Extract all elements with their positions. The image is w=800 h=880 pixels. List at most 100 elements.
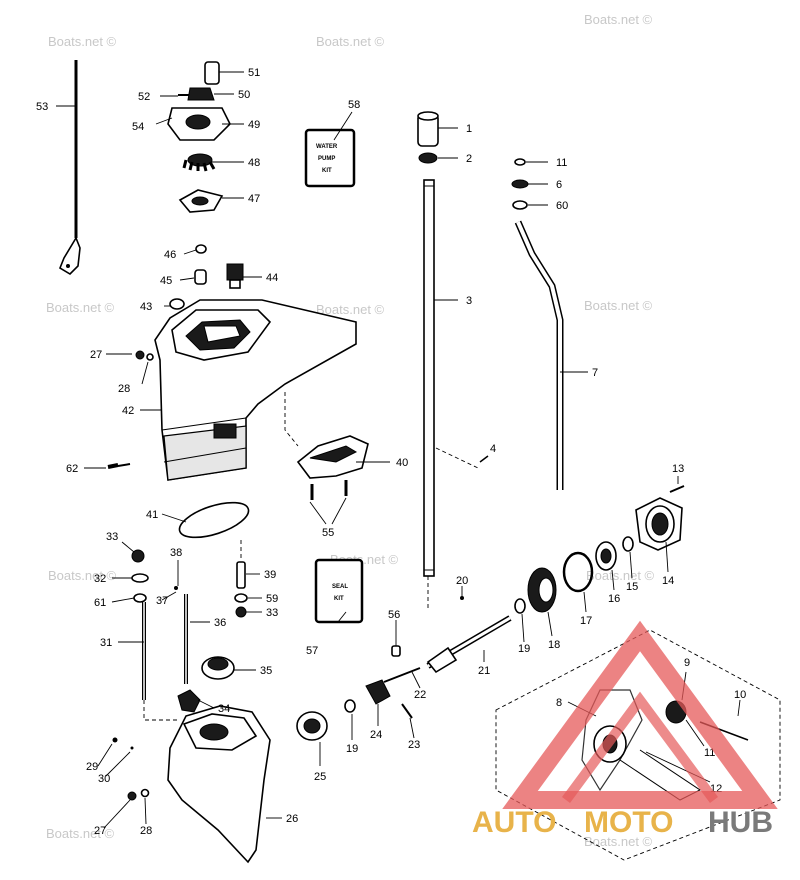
part-31-stud <box>131 549 180 721</box>
part-35-seal <box>201 656 235 680</box>
watermark: Boats.net © <box>584 12 653 27</box>
part-7-shift-rod <box>511 158 564 490</box>
part-16-bearing <box>595 536 634 571</box>
callout-label: 23 <box>408 739 420 751</box>
callout-label: 15 <box>626 581 638 593</box>
part-36-water-tube <box>174 586 201 713</box>
callout-label: 45 <box>160 275 172 287</box>
watermark: Boats.net © <box>584 834 653 849</box>
callout-label: 28 <box>140 825 152 837</box>
callout-label: 28 <box>118 383 130 395</box>
watermark: Boats.net © <box>46 300 115 315</box>
callout-label: 33 <box>266 607 278 619</box>
callout-label: 22 <box>414 689 426 701</box>
callout-label: 33 <box>106 531 118 543</box>
kit-text-line: KIT <box>334 596 344 602</box>
callout-label: 11 <box>556 157 567 169</box>
kit-text-line: PUMP <box>318 156 335 162</box>
part-41-gasket <box>178 501 250 539</box>
callout-label: 13 <box>672 463 684 475</box>
part-25-bearing <box>296 699 356 741</box>
callout-label: 3 <box>466 295 472 307</box>
callout-label: 19 <box>518 643 530 655</box>
callout-label: 62 <box>66 463 78 475</box>
callout-label: 4 <box>490 443 496 455</box>
callout-label: 7 <box>592 367 598 379</box>
callout-label: 11 <box>704 747 715 759</box>
callout-label: 9 <box>684 657 690 669</box>
callout-label: 34 <box>218 703 230 715</box>
automotohub-logo: AUTO MOTO HUB <box>472 620 778 839</box>
watermark: Boats.net © <box>46 826 115 841</box>
callout-label: 46 <box>164 249 176 261</box>
watermark: Boats.net © <box>586 568 655 583</box>
kit-text-line: KIT <box>322 168 332 174</box>
callout-label: 57 <box>306 645 318 657</box>
callout-label: 38 <box>170 547 182 559</box>
part-26-gear-housing <box>112 705 271 864</box>
callout-label: 21 <box>478 665 490 677</box>
callout-label: 27 <box>94 825 106 837</box>
watermark: Boats.net © <box>316 302 385 317</box>
impeller <box>182 153 216 172</box>
callout-label: 18 <box>548 639 560 651</box>
watermark: Boats.net © <box>316 34 385 49</box>
part-3-drive-shaft <box>417 111 489 610</box>
callout-label: 35 <box>260 665 272 677</box>
callout-label: 2 <box>466 153 472 165</box>
part-39-stud <box>234 540 248 618</box>
watermark: Boats.net © <box>48 34 117 49</box>
callout-label: 19 <box>346 743 358 755</box>
propeller-dashed-outline <box>495 629 781 861</box>
part-53-shift-rod <box>59 60 81 276</box>
callout-label: 42 <box>122 405 134 417</box>
callout-label: 27 <box>90 349 102 361</box>
callout-label: 47 <box>248 193 260 205</box>
callout-label: 49 <box>248 119 260 131</box>
part-21-propeller-shaft <box>426 596 526 674</box>
watermark: Boats.net © <box>48 568 117 583</box>
part-18-reverse-gear <box>527 567 557 613</box>
callout-label: 32 <box>94 573 106 585</box>
part-58-water-pump-kit: WATER PUMP KIT <box>304 128 356 188</box>
logo-text-moto: MOTO <box>584 806 673 839</box>
callout-label: 29 <box>86 761 98 773</box>
callout-label: 54 <box>132 121 144 133</box>
callout-label: 31 <box>100 637 112 649</box>
callout-label: 24 <box>370 729 382 741</box>
callout-label: 58 <box>348 99 360 111</box>
callout-label: 51 <box>248 67 260 79</box>
part-24-clutch <box>365 645 421 719</box>
callout-label: 48 <box>248 157 260 169</box>
part-57-seal-kit: SEAL KIT <box>314 558 364 624</box>
callout-label: 10 <box>734 689 746 701</box>
callout-label: 44 <box>266 272 278 284</box>
callout-label: 36 <box>214 617 226 629</box>
callout-label: 56 <box>388 609 400 621</box>
callout-label: 1 <box>466 123 472 135</box>
callout-label: 8 <box>556 697 562 709</box>
callout-label: 26 <box>286 813 298 825</box>
callout-label: 6 <box>556 179 562 191</box>
callout-label: 16 <box>608 593 620 605</box>
callout-labels: 51 50 52 54 49 48 47 46 45 44 43 58 1 2 … <box>36 67 746 837</box>
callout-label: 37 <box>156 595 168 607</box>
part-14-bearing-carrier <box>635 485 685 551</box>
callout-label: 53 <box>36 101 48 113</box>
callout-label: 14 <box>662 575 674 587</box>
leader-lines <box>56 71 741 829</box>
callout-label: 61 <box>94 597 106 609</box>
watermark: Boats.net © <box>584 298 653 313</box>
callout-label: 41 <box>146 509 158 521</box>
part-40-water-tube-cover <box>284 392 369 500</box>
callout-label: 20 <box>456 575 468 587</box>
callout-label: 30 <box>98 773 110 785</box>
kit-text-line: WATER <box>316 144 338 150</box>
water-pump-assembly <box>167 61 244 310</box>
callout-label: 40 <box>396 457 408 469</box>
callout-label: 39 <box>264 569 276 581</box>
callout-label: 60 <box>556 200 568 212</box>
callout-label: 25 <box>314 771 326 783</box>
